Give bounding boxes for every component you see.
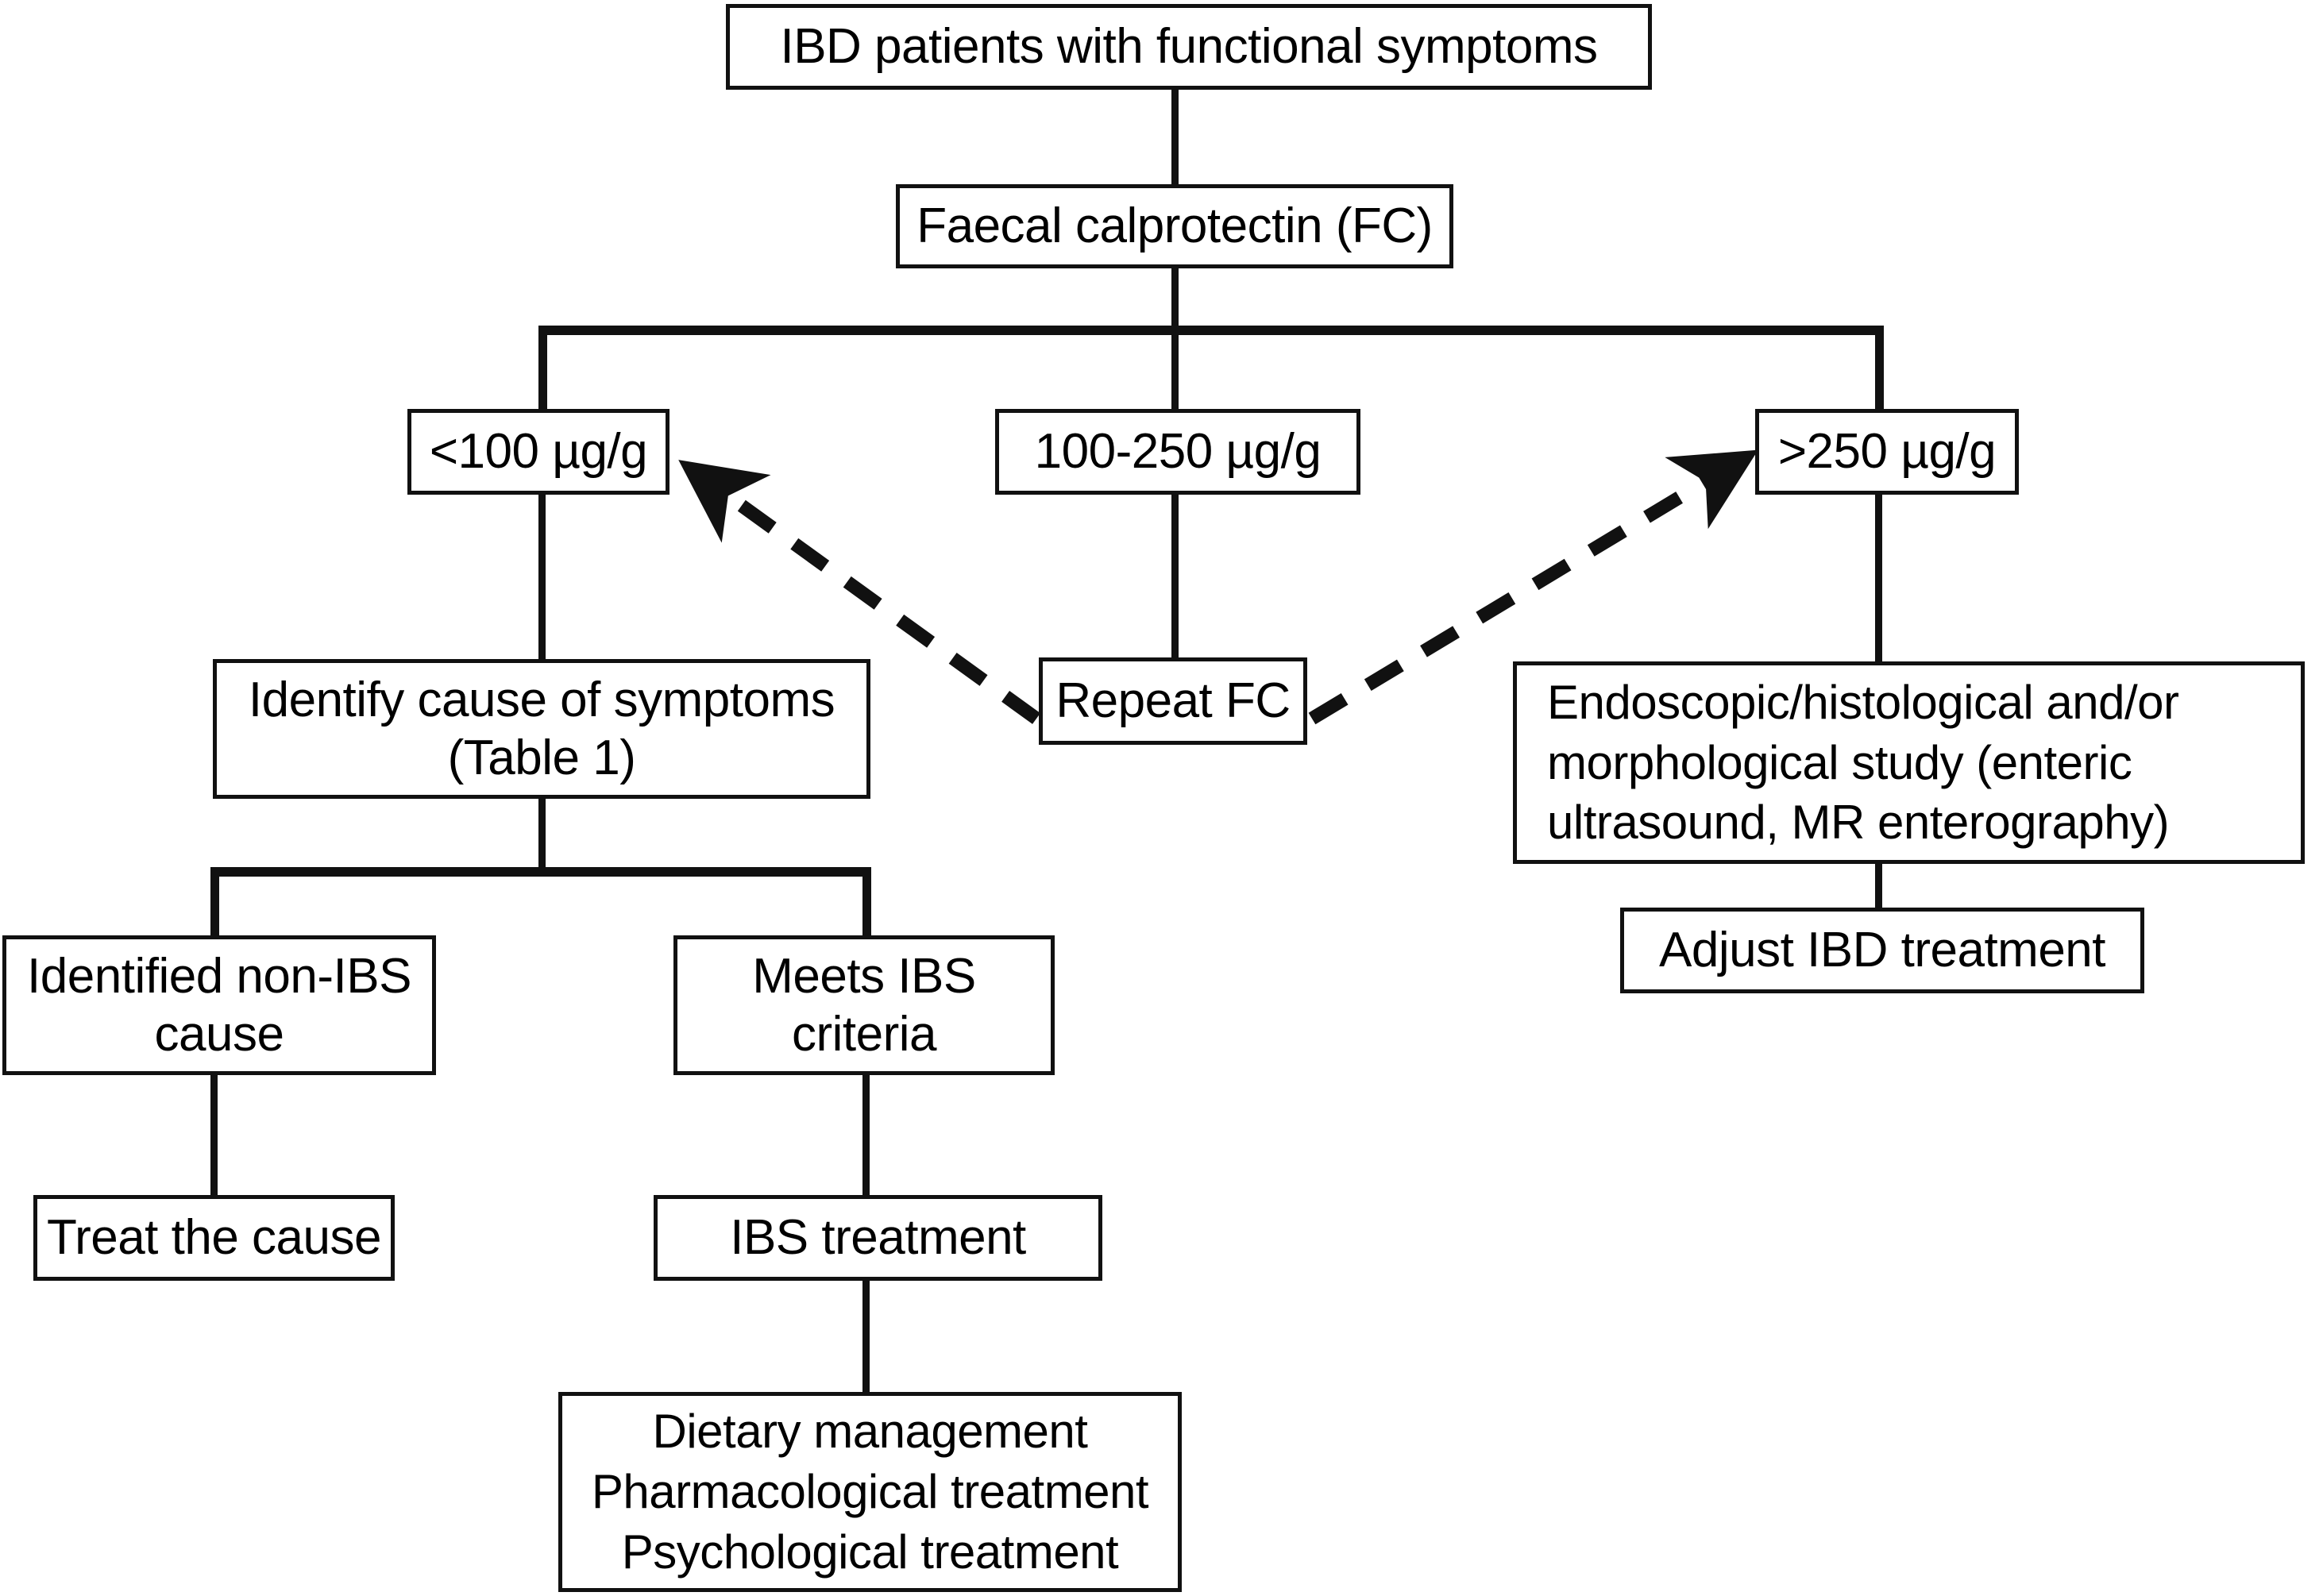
node-meets-ibs-criteria[interactable]: Meets IBS criteria bbox=[673, 935, 1055, 1075]
node-adjust-ibd-treatment[interactable]: Adjust IBD treatment bbox=[1620, 908, 2144, 993]
node-repeat-fc[interactable]: Repeat FC bbox=[1039, 657, 1307, 745]
edge-ibs-criteria-to-ibs-treatment bbox=[862, 1072, 870, 1199]
edge-fc-high-to-endoscopic bbox=[1875, 492, 1882, 669]
branch-leg-non-ibs bbox=[210, 867, 219, 940]
node-ibs-modalities[interactable]: Dietary management Pharmacological treat… bbox=[558, 1392, 1182, 1592]
branch-bar-fc bbox=[538, 326, 1884, 335]
edge-fc-low-to-identify-cause bbox=[538, 492, 546, 665]
edge-fc-test-down bbox=[1171, 264, 1179, 334]
edge-non-ibs-to-treat-cause bbox=[210, 1072, 218, 1199]
edge-endoscopic-to-adjust bbox=[1875, 862, 1882, 911]
node-fc-mid[interactable]: 100-250 µg/g bbox=[995, 409, 1360, 495]
branch-leg-fc-low bbox=[538, 326, 547, 413]
node-identified-non-ibs-cause[interactable]: Identified non-IBS cause bbox=[2, 935, 436, 1075]
edge-identify-cause-down bbox=[538, 796, 546, 874]
branch-leg-fc-mid bbox=[1171, 326, 1179, 413]
branch-bar-identify bbox=[210, 867, 871, 877]
node-root[interactable]: IBD patients with functional symptoms bbox=[726, 4, 1652, 90]
branch-leg-fc-high bbox=[1875, 326, 1884, 413]
node-fc-low[interactable]: <100 µg/g bbox=[407, 409, 670, 495]
edge-fc-mid-to-repeat-fc bbox=[1171, 492, 1179, 664]
node-fc-test[interactable]: Faecal calprotectin (FC) bbox=[896, 184, 1453, 268]
node-ibs-treatment[interactable]: IBS treatment bbox=[654, 1195, 1102, 1281]
branch-leg-ibs-criteria bbox=[862, 867, 871, 940]
edge-root-to-fc-test bbox=[1171, 86, 1179, 191]
node-endoscopic-study[interactable]: Endoscopic/histological and/or morpholog… bbox=[1513, 661, 2305, 864]
node-identify-cause[interactable]: Identify cause of symptoms (Table 1) bbox=[213, 659, 870, 799]
node-fc-high[interactable]: >250 µg/g bbox=[1755, 409, 2019, 495]
edge-ibs-treatment-to-modalities bbox=[862, 1278, 870, 1396]
node-treat-the-cause[interactable]: Treat the cause bbox=[33, 1195, 395, 1281]
